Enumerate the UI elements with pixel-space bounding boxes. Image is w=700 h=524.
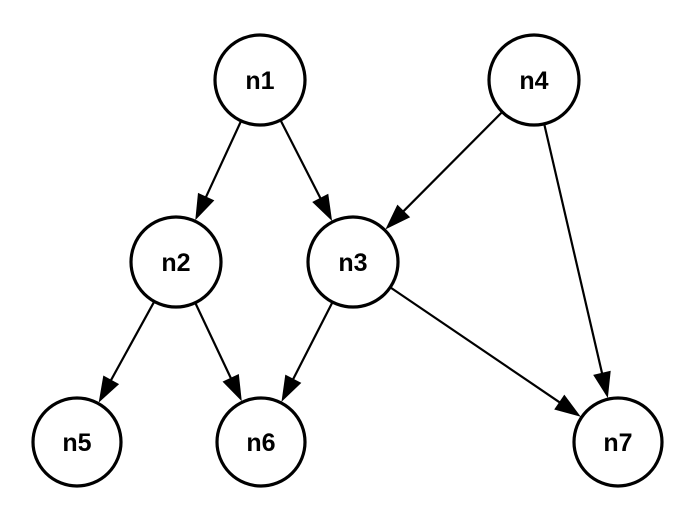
node-circle[interactable] — [129, 215, 223, 309]
node-label: n4 — [519, 67, 548, 95]
arrowhead-icon — [98, 375, 120, 403]
graph-node-n5[interactable]: n5 — [31, 396, 123, 488]
node-label: n1 — [245, 67, 274, 95]
edge-line — [203, 121, 242, 200]
graph-node-n4[interactable]: n4 — [487, 33, 581, 127]
edge-n1-to-n3 — [279, 120, 333, 222]
arrowhead-icon — [593, 370, 611, 399]
node-label: n5 — [62, 429, 91, 457]
arrowhead-icon — [312, 193, 333, 222]
node-label: n6 — [246, 429, 275, 457]
node-circle[interactable] — [31, 396, 123, 488]
edge-n2-to-n5 — [98, 301, 155, 403]
arrowhead-icon — [195, 192, 215, 221]
edge-n4-to-n7 — [543, 124, 611, 399]
edge-n1-to-n2 — [195, 121, 242, 221]
edge-line — [543, 124, 604, 377]
node-circle[interactable] — [306, 215, 400, 309]
arrowhead-icon — [281, 374, 302, 402]
node-label: n7 — [603, 429, 632, 457]
graph-node-n2[interactable]: n2 — [129, 215, 223, 309]
arrowhead-icon — [554, 394, 581, 417]
edge-line — [290, 302, 334, 382]
nodes-layer: n1 n2 n3 n4 n5 n6 n7 — [31, 33, 664, 488]
graph-node-n6[interactable]: n6 — [215, 396, 307, 488]
edge-line — [390, 286, 563, 405]
graph-node-n3[interactable]: n3 — [306, 215, 400, 309]
node-label: n2 — [161, 249, 190, 277]
node-circle[interactable] — [215, 396, 307, 488]
edge-n3-to-n7 — [390, 286, 581, 417]
node-circle[interactable] — [572, 396, 664, 488]
edge-n3-to-n6 — [281, 302, 334, 402]
graph-node-n7[interactable]: n7 — [572, 396, 664, 488]
edges-layer — [98, 111, 611, 417]
edge-line — [194, 303, 233, 381]
arrowhead-icon — [385, 204, 411, 230]
edge-line — [279, 120, 323, 202]
node-circle[interactable] — [213, 33, 307, 127]
graph-node-n1[interactable]: n1 — [213, 33, 307, 127]
node-label: n3 — [338, 249, 367, 277]
arrowhead-icon — [222, 373, 242, 402]
edge-n2-to-n6 — [194, 303, 242, 402]
edge-line — [108, 301, 155, 383]
edge-line — [400, 111, 503, 214]
edge-n4-to-n3 — [385, 111, 503, 230]
node-circle[interactable] — [487, 33, 581, 127]
